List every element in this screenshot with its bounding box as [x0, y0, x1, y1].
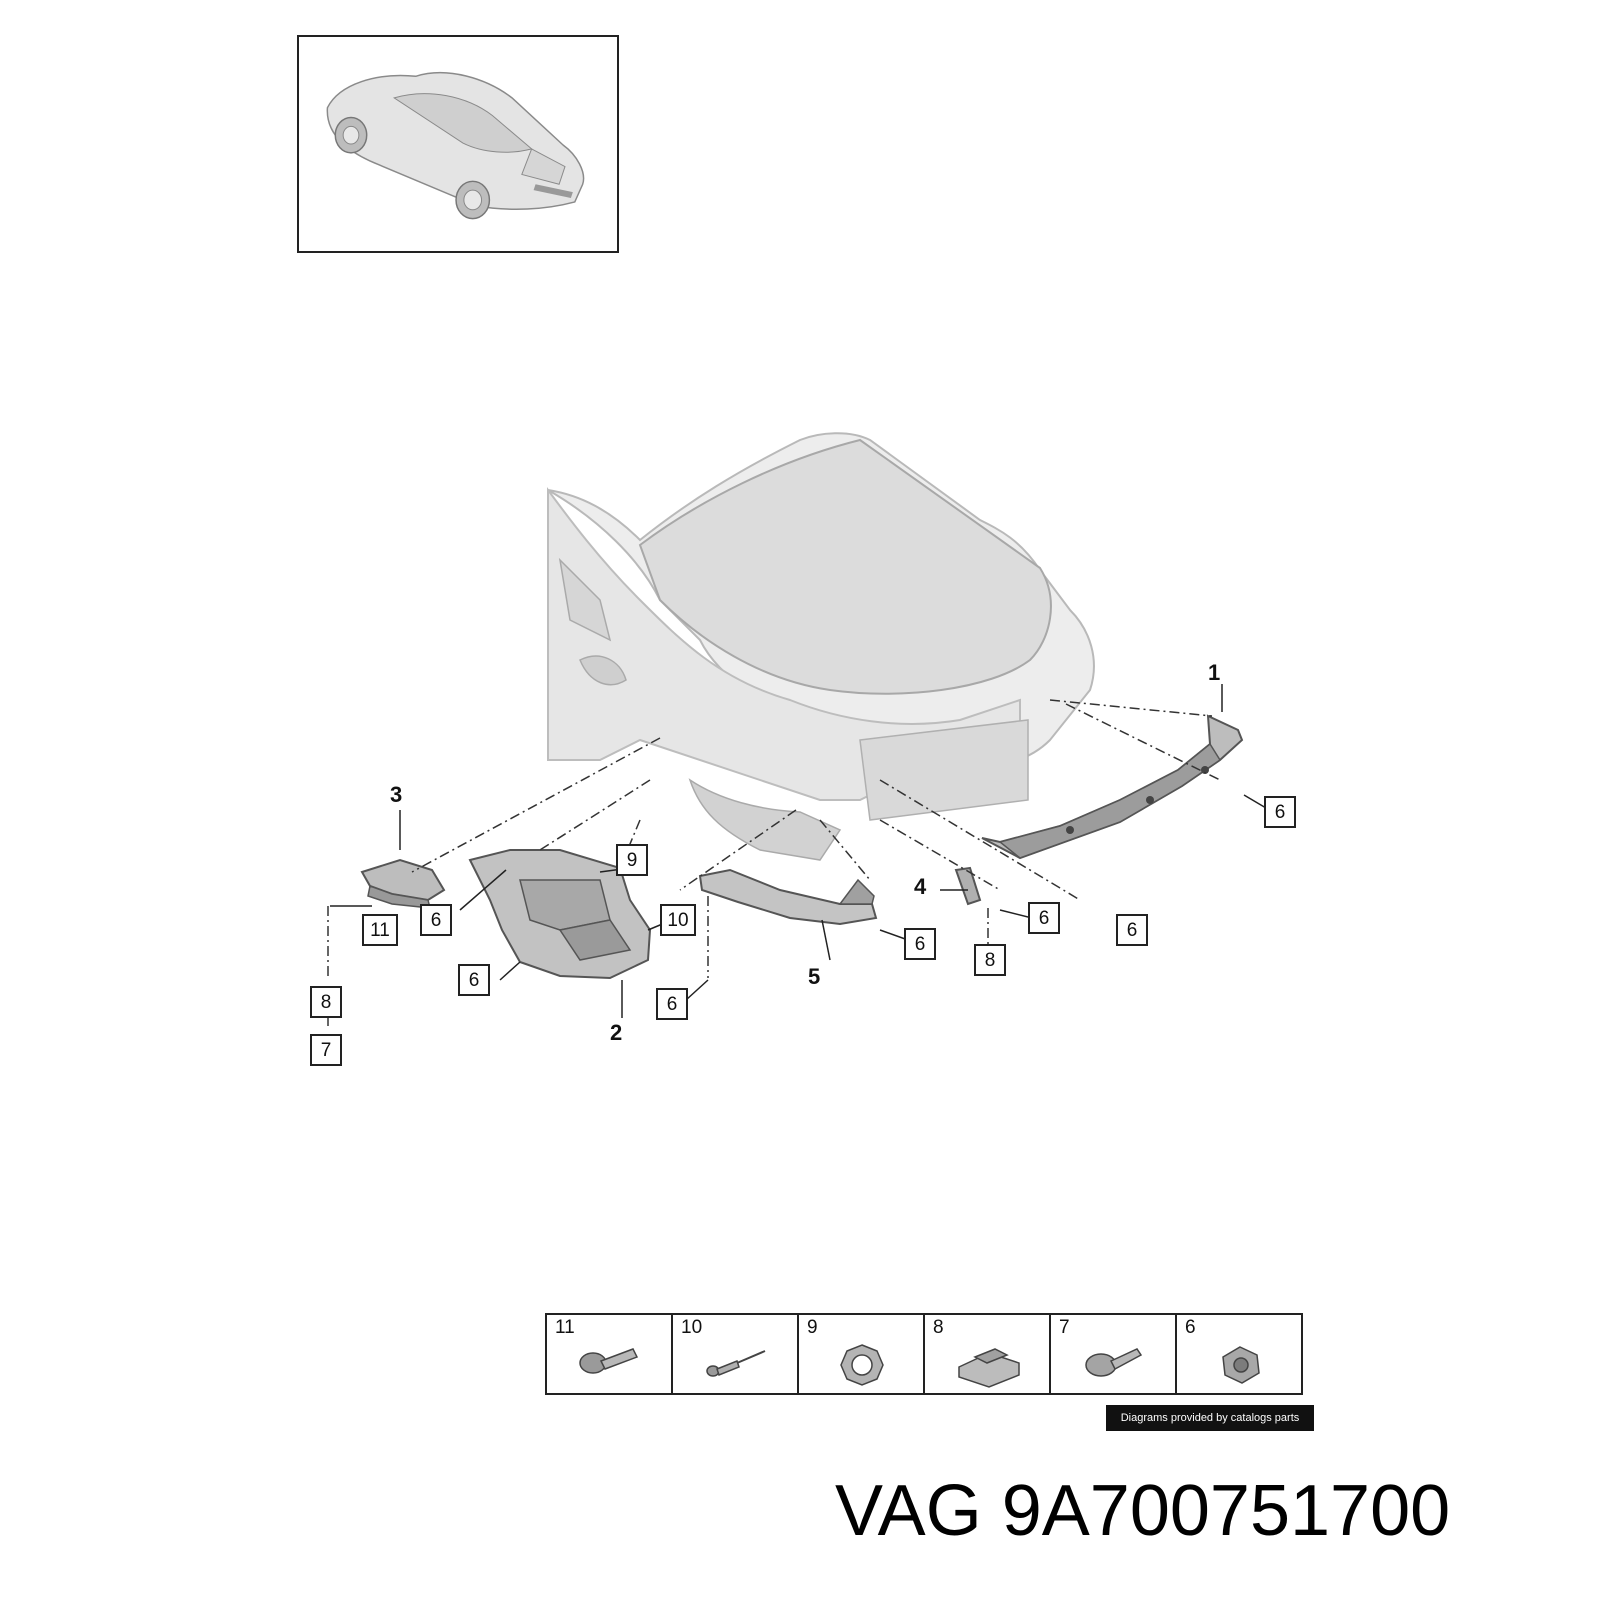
rivet-icon [706, 1350, 766, 1377]
car-overview-illustration [326, 72, 585, 220]
parts-cell-number: 11 [555, 1317, 575, 1338]
parts-cell-number: 6 [1185, 1317, 1196, 1338]
callout-box-6: 6 [420, 904, 452, 936]
parts-cell: 7 [1051, 1315, 1177, 1393]
parts-cell: 6 [1177, 1315, 1301, 1393]
part-number-4: 4 [914, 874, 927, 899]
parts-cell-number: 10 [681, 1317, 703, 1338]
fastener-parts-table: 11 10 9 8 [545, 1313, 1303, 1395]
callout-box-8: 8 [310, 986, 342, 1018]
callout-box-6: 6 [904, 928, 936, 960]
part-number-5: 5 [808, 964, 821, 989]
parts-cell: 9 [799, 1315, 925, 1393]
callout-box-10: 10 [660, 904, 696, 936]
part-2-bracket [468, 849, 652, 980]
flange-screw-icon [1085, 1348, 1143, 1377]
car-rear-body [547, 432, 1095, 861]
vehicle-overview-inset [297, 35, 619, 253]
callout-box-8: 8 [974, 944, 1006, 976]
callout-box-6: 6 [458, 964, 490, 996]
part-number-3: 3 [390, 782, 403, 807]
parts-cell: 10 [673, 1315, 799, 1393]
part-number-title: VAG 9A700751700 [835, 1471, 1451, 1551]
clip-nut-icon [958, 1348, 1020, 1388]
part-3-bracket [360, 858, 446, 909]
retaining-ring-icon [840, 1344, 884, 1386]
callout-box-7: 7 [310, 1034, 342, 1066]
diagram-credit-label: Diagrams provided by catalogs parts [1106, 1405, 1314, 1431]
screw-with-washer-icon [579, 1348, 639, 1374]
parts-cell-number: 7 [1059, 1317, 1070, 1338]
callout-box-6: 6 [1264, 796, 1296, 828]
parts-cell-number: 9 [807, 1317, 818, 1338]
leader-lines [327, 699, 1221, 1026]
part-4-clip [954, 866, 982, 906]
part-5-bracket [698, 868, 878, 926]
parts-cell-number: 8 [933, 1317, 944, 1338]
parts-cell: 8 [925, 1315, 1051, 1393]
callout-box-9: 9 [616, 844, 648, 876]
callout-box-6: 6 [1028, 902, 1060, 934]
callout-box-6: 6 [1116, 914, 1148, 946]
part-number-1: 1 [1208, 660, 1221, 685]
hex-nut-icon [1222, 1346, 1260, 1384]
callout-box-6: 6 [656, 988, 688, 1020]
part-number-2: 2 [610, 1020, 623, 1045]
callout-box-11: 11 [362, 914, 398, 946]
part-1-mounting-strip [981, 714, 1244, 860]
parts-cell: 11 [547, 1315, 673, 1393]
